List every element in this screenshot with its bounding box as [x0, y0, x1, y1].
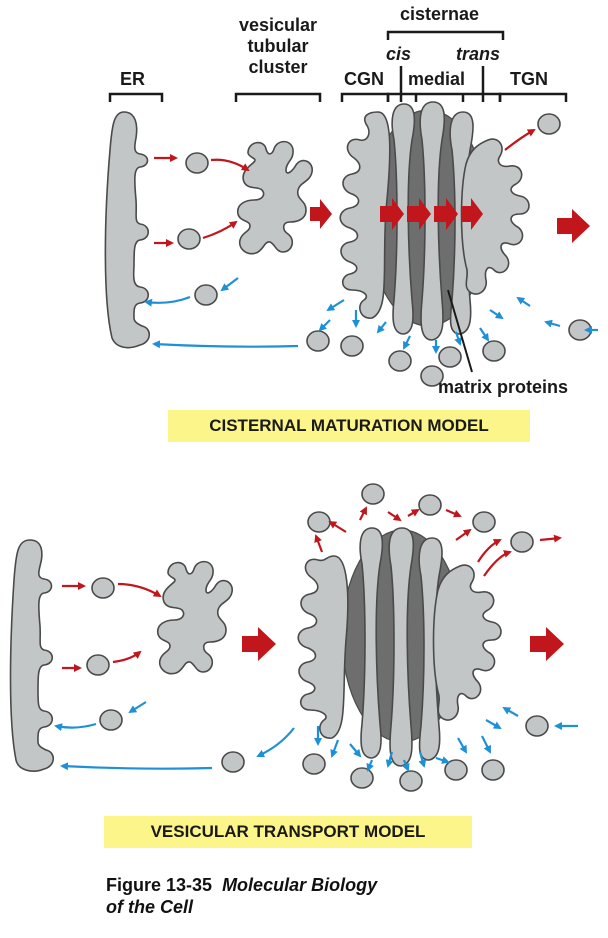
- red-arrow: [484, 552, 510, 576]
- vtc-membrane: [158, 562, 232, 674]
- vesicular-transport-diagram: [11, 484, 579, 791]
- vtc-bracket: [236, 94, 320, 102]
- vesicle: [400, 771, 422, 791]
- vesicle: [178, 229, 200, 249]
- vesicle: [303, 754, 325, 774]
- blue-arrow: [482, 736, 490, 752]
- vesicle: [389, 351, 411, 371]
- tgn-label: TGN: [510, 70, 548, 88]
- figure-number: Figure 13-35: [106, 875, 212, 895]
- blue-arrow: [222, 278, 238, 290]
- red-arrow: [113, 652, 140, 662]
- matrix-proteins-label: matrix proteins: [438, 378, 568, 396]
- blue-arrow: [320, 320, 330, 330]
- er-bracket: [110, 94, 162, 102]
- blue-arrow: [480, 328, 488, 340]
- red-arrow: [118, 584, 160, 596]
- blue-arrow: [350, 744, 360, 756]
- vesicle: [307, 331, 329, 351]
- vesicle: [473, 512, 495, 532]
- red-arrow: [446, 510, 460, 516]
- tgn-cisterna: [434, 565, 502, 720]
- cisternae-bracket: [388, 32, 503, 40]
- vesicle: [222, 752, 244, 772]
- er-membrane: [11, 540, 54, 771]
- blue-arrow: [378, 322, 386, 332]
- blue-arrow: [518, 298, 530, 306]
- golgi-stack-bottom: [298, 528, 501, 766]
- cisternae-label: cisternae: [400, 5, 479, 23]
- vtc-label-line3: cluster: [238, 58, 318, 76]
- big-arrow: [530, 627, 564, 661]
- blue-arrow: [490, 310, 502, 318]
- vesicle: [87, 655, 109, 675]
- red-arrow: [211, 160, 248, 170]
- vesicle: [538, 114, 560, 134]
- vesicle: [419, 495, 441, 515]
- vesicle: [100, 710, 122, 730]
- big-arrow: [310, 199, 332, 229]
- vesicle: [482, 760, 504, 780]
- tgn-bracket: [500, 94, 566, 102]
- vtc-label-line2: tubular: [238, 37, 318, 55]
- vtc-membrane: [238, 142, 312, 254]
- big-arrow: [557, 209, 590, 243]
- cgn-cisterna: [298, 556, 348, 738]
- red-arrow: [540, 538, 560, 540]
- red-arrow: [360, 508, 366, 520]
- vesicle: [92, 578, 114, 598]
- blue-arrow: [332, 740, 338, 756]
- red-arrow: [330, 522, 346, 532]
- blue-arrow: [258, 728, 294, 756]
- red-arrow: [388, 512, 400, 520]
- blue-arrow: [146, 297, 190, 303]
- vesicle: [483, 341, 505, 361]
- vesicle: [341, 336, 363, 356]
- vesicular-transport-banner: VESICULAR TRANSPORT MODEL: [104, 816, 472, 848]
- red-arrow: [316, 536, 322, 552]
- medial-label: medial: [408, 70, 465, 88]
- book-title-line1: Molecular Biology: [222, 875, 377, 895]
- red-arrow: [505, 130, 534, 150]
- cisternal-maturation-banner: CISTERNAL MATURATION MODEL: [168, 410, 530, 442]
- er-label: ER: [120, 70, 145, 88]
- red-arrow: [478, 540, 500, 562]
- vesicle: [195, 285, 217, 305]
- blue-arrow: [328, 300, 344, 310]
- book-title-line2: of the Cell: [106, 897, 193, 917]
- vesicle: [351, 768, 373, 788]
- vtc-label-line1: vesicular: [238, 16, 318, 34]
- red-arrow: [456, 530, 470, 540]
- er-membrane: [105, 112, 149, 348]
- blue-arrow: [546, 322, 560, 326]
- blue-arrow: [56, 724, 96, 728]
- blue-arrow: [436, 758, 448, 762]
- blue-arrow: [458, 738, 466, 752]
- red-arrow: [408, 510, 418, 516]
- red-arrow: [203, 222, 236, 238]
- cgn-label: CGN: [344, 70, 384, 88]
- blue-arrow: [130, 702, 146, 712]
- figure-caption: Figure 13-35 Molecular Biology of the Ce…: [106, 874, 377, 918]
- blue-arrow: [62, 766, 212, 769]
- blue-arrow: [154, 344, 298, 347]
- blue-arrow: [404, 336, 410, 348]
- blue-arrow: [486, 720, 500, 728]
- label-brackets: [110, 32, 566, 102]
- cgn-bracket: [342, 94, 388, 102]
- vesicle: [362, 484, 384, 504]
- vesicle: [439, 347, 461, 367]
- vesicle: [526, 716, 548, 736]
- blue-arrow: [368, 760, 372, 770]
- vesicle: [445, 760, 467, 780]
- vesicle: [308, 512, 330, 532]
- vesicle: [511, 532, 533, 552]
- blue-arrow: [504, 708, 518, 716]
- big-arrow: [242, 627, 276, 661]
- vesicle: [186, 153, 208, 173]
- cis-label: cis: [386, 45, 411, 63]
- trans-label: trans: [456, 45, 500, 63]
